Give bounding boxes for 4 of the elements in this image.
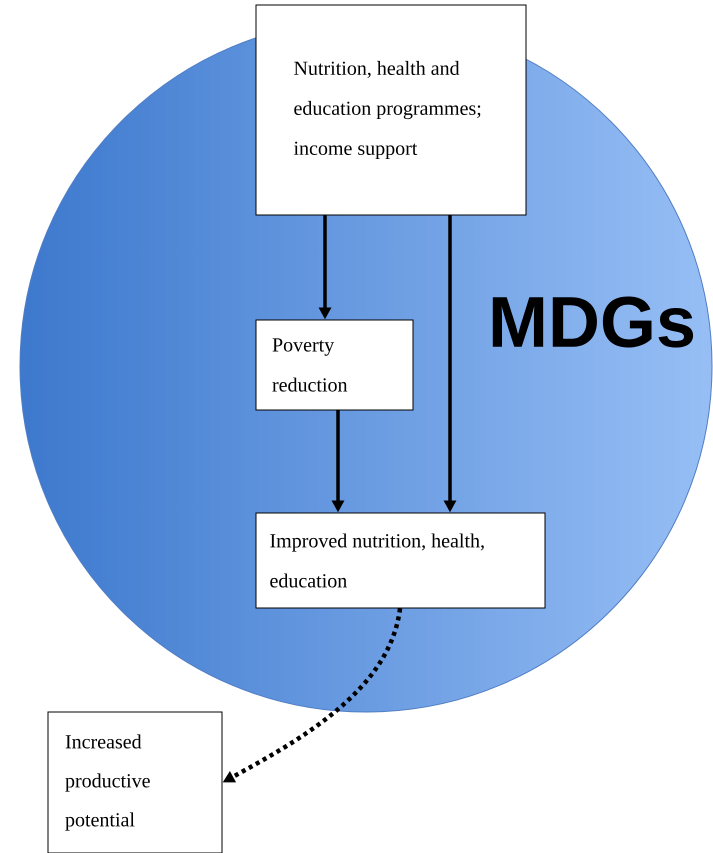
text-box: Poverty reduction: [256, 320, 414, 410]
text-box: Increased productive potential: [48, 712, 222, 853]
text-box: Improved nutrition, health, education: [256, 512, 546, 608]
text-box: Nutrition, health and education programmes; income support: [256, 4, 526, 216]
